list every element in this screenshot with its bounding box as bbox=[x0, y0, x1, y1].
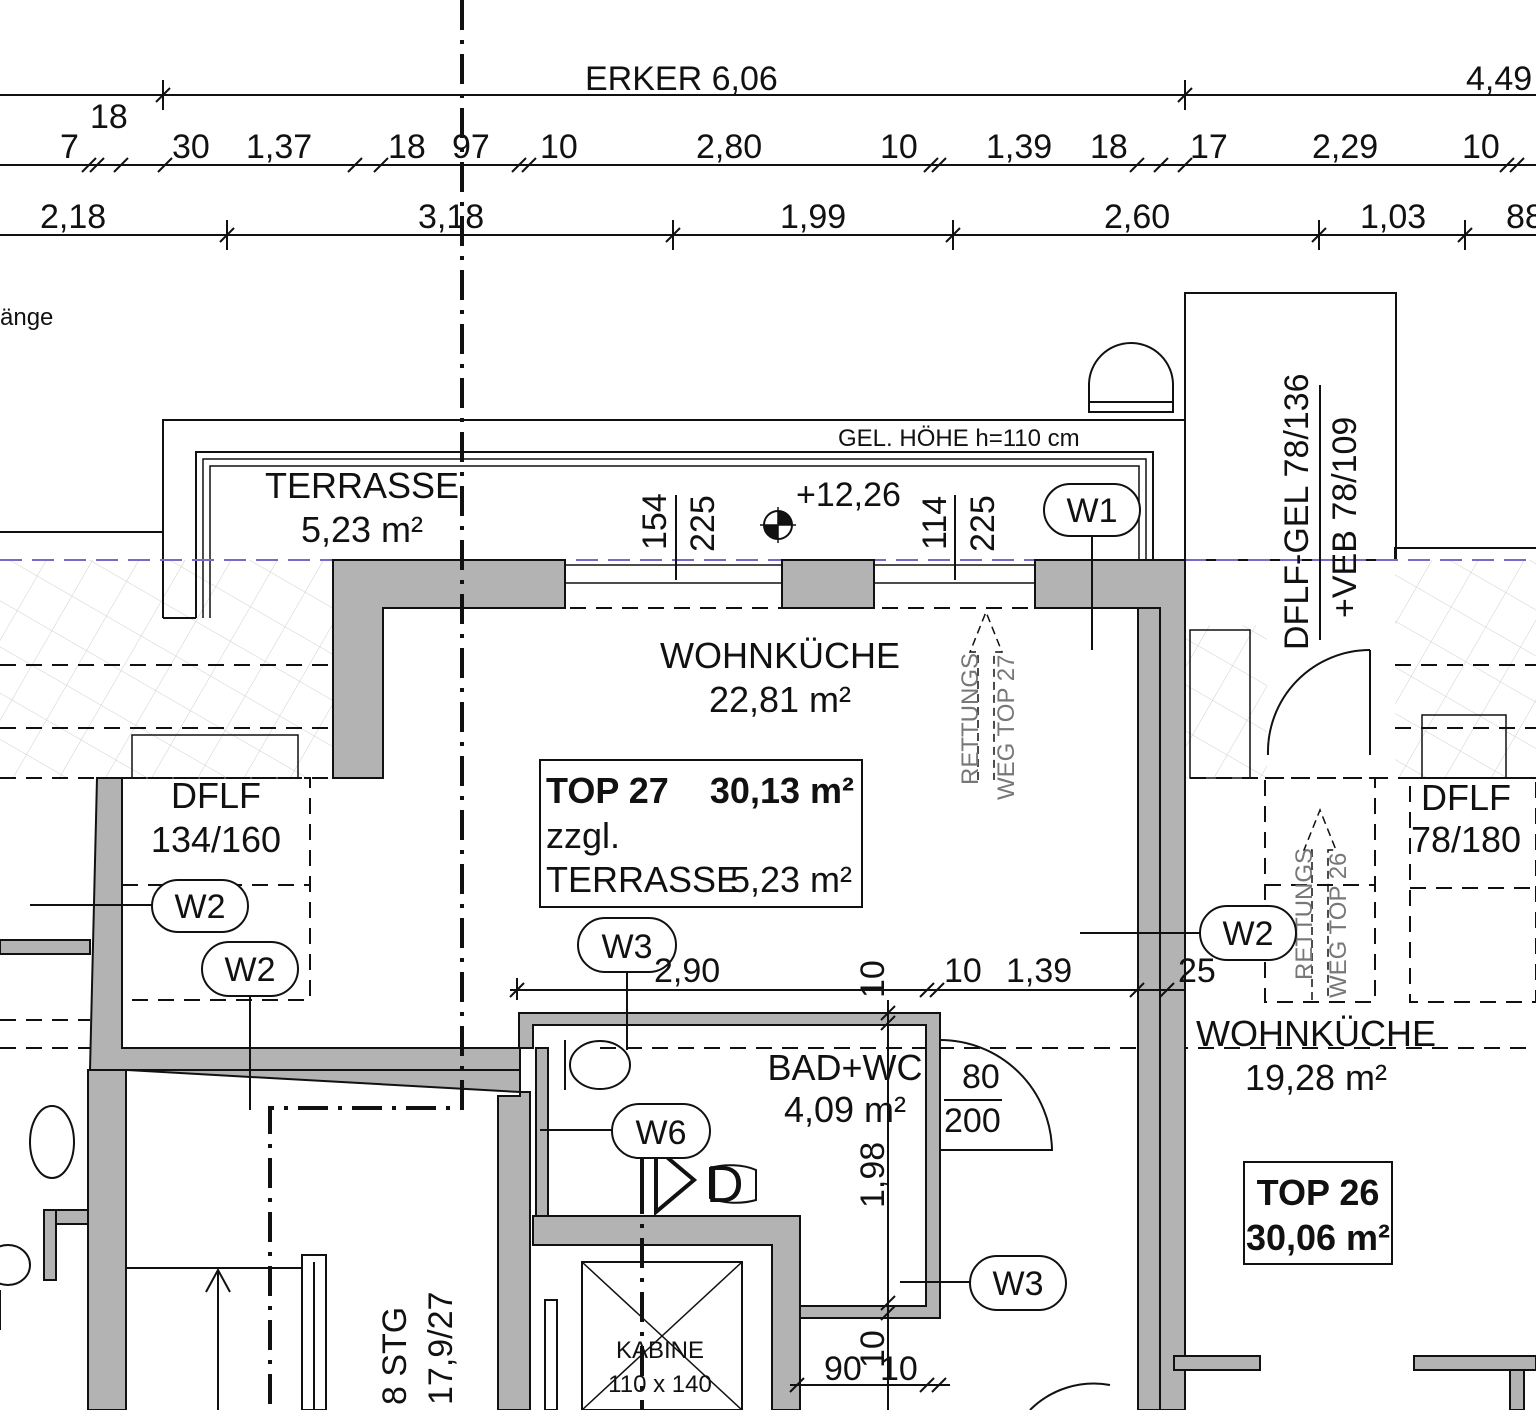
stairs-count: 8 STG bbox=[376, 1307, 414, 1405]
top26-label: TOP 26 bbox=[1257, 1172, 1380, 1213]
stairs-size: 17,9/27 bbox=[422, 1292, 460, 1405]
room-wohnkueche-27-area: 22,81 m² bbox=[709, 679, 851, 720]
rettung-26-line2: WEG TOP 26 bbox=[1325, 853, 1352, 998]
top27-area: 30,13 m² bbox=[710, 770, 854, 811]
tag-w2-c-text: W2 bbox=[1223, 915, 1274, 953]
dim-r3-2: 1,99 bbox=[780, 198, 846, 236]
dim-1-98: 1,98 bbox=[854, 1142, 892, 1208]
window-tag-w2-b: W2 bbox=[201, 941, 299, 997]
dim-10-c: 10 bbox=[854, 1330, 892, 1368]
window-tag-w2-a: W2 bbox=[151, 879, 249, 933]
dryer-symbol: D bbox=[706, 1156, 744, 1214]
dimension-lines bbox=[0, 80, 1536, 250]
dim-r2-4: 18 bbox=[388, 128, 426, 166]
dflf-left-size: 134/160 bbox=[151, 819, 281, 860]
window-frames bbox=[131, 564, 1507, 779]
dim-1-39: 1,39 bbox=[1006, 952, 1072, 990]
dim-90: 90 bbox=[824, 1350, 862, 1388]
level-marker-icon bbox=[760, 507, 796, 543]
window-tag-w2-c: W2 bbox=[1199, 905, 1297, 961]
window-height-225b: 225 bbox=[964, 495, 1002, 552]
dflf-right-size: 78/180 bbox=[1411, 819, 1521, 860]
rettung-arrows bbox=[968, 609, 1338, 1000]
window-height-154: 154 bbox=[636, 493, 674, 550]
dim-r3-1: 3,18 bbox=[418, 198, 484, 236]
room-kabine-name: KABINE bbox=[616, 1337, 704, 1364]
top26-area: 30,06 m² bbox=[1246, 1217, 1390, 1258]
dim-r2-9: 1,39 bbox=[986, 128, 1052, 166]
dflf-gel-line1: DFLF-GEL 78/136 bbox=[1278, 373, 1316, 650]
room-wohnkueche-26-name: WOHNKÜCHE bbox=[1196, 1013, 1436, 1054]
window-height-225a: 225 bbox=[684, 495, 722, 552]
window-height-114: 114 bbox=[916, 496, 954, 550]
walls bbox=[0, 559, 1536, 1410]
inner-dimension-lines bbox=[509, 978, 1185, 1410]
dflf-left-name: DFLF bbox=[171, 775, 261, 816]
fixtures bbox=[0, 1040, 757, 1410]
tag-leaders bbox=[30, 495, 1200, 1283]
room-wohnkueche-26-area: 19,28 m² bbox=[1245, 1057, 1387, 1098]
dim-r3-4: 1,03 bbox=[1360, 198, 1426, 236]
room-wohnkueche-27-name: WOHNKÜCHE bbox=[660, 635, 900, 676]
dim-r2-6: 10 bbox=[540, 128, 578, 166]
top27-label: TOP 27 bbox=[546, 770, 669, 811]
level-value: +12,26 bbox=[796, 476, 901, 514]
tag-w1-text: W1 bbox=[1067, 492, 1118, 530]
dflf-right-name: DFLF bbox=[1421, 777, 1511, 818]
tag-w2-b-text: W2 bbox=[225, 951, 276, 989]
dim-r2-12: 2,29 bbox=[1312, 128, 1378, 166]
doors bbox=[0, 649, 1371, 1410]
window-tag-w3-a: W3 bbox=[577, 917, 677, 973]
window-tag-w3-b: W3 bbox=[969, 1255, 1067, 1311]
dim-r2-7: 2,80 bbox=[696, 128, 762, 166]
top26-box: TOP 26 30,06 m² bbox=[1243, 1161, 1393, 1265]
dim-r3-5: 88 bbox=[1506, 198, 1536, 236]
dim-25: 25 bbox=[1178, 952, 1216, 990]
dim-2-90: 2,90 bbox=[654, 952, 720, 990]
dflf-gel-line2: +VEB 78/109 bbox=[1326, 417, 1364, 618]
dim-r2-1: 7 bbox=[60, 128, 79, 166]
top27-zzgl: zzgl. bbox=[546, 815, 620, 856]
tag-w6-text: W6 bbox=[636, 1114, 687, 1152]
label-haenge: änge bbox=[0, 304, 53, 331]
top27-terrasse-area: 5,23 m² bbox=[730, 859, 852, 900]
rettung-27-line1: RETTUNGS bbox=[957, 653, 984, 785]
top27-terrasse-label: TERRASSE bbox=[546, 859, 740, 900]
roof-hatch bbox=[0, 560, 1536, 778]
dome-symbol bbox=[1088, 342, 1174, 413]
axis-line bbox=[268, 0, 464, 1410]
tag-w2-a-text: W2 bbox=[175, 888, 226, 926]
dim-80: 80 bbox=[962, 1058, 1000, 1096]
terrace-name: TERRASSE bbox=[265, 465, 459, 506]
dim-r2-0: 18 bbox=[90, 98, 128, 136]
terrace-area: 5,23 m² bbox=[301, 509, 423, 550]
window-tag-w6: W6 bbox=[611, 1103, 711, 1159]
top27-box: TOP 27 30,13 m² zzgl. TERRASSE 5,23 m² bbox=[539, 759, 863, 908]
tag-w3-a-text: W3 bbox=[602, 928, 653, 966]
dim-r2-11: 17 bbox=[1190, 128, 1228, 166]
room-kabine-size: 110 x 140 bbox=[608, 1371, 712, 1398]
dim-200: 200 bbox=[944, 1102, 1001, 1140]
dim-10-d: 10 bbox=[880, 1350, 918, 1388]
dim-10-b: 10 bbox=[944, 952, 982, 990]
rettung-27-line2: WEG TOP 27 bbox=[993, 655, 1020, 800]
room-bad-area: 4,09 m² bbox=[784, 1089, 906, 1130]
room-bad-name: BAD+WC bbox=[767, 1047, 922, 1088]
dim-r2-10: 18 bbox=[1090, 128, 1128, 166]
dim-r2-5: 97 bbox=[452, 128, 490, 166]
rettung-26-line1: RETTUNGS bbox=[1291, 848, 1318, 980]
dim-r2-2: 30 bbox=[172, 128, 210, 166]
dim-r3-0: 2,18 bbox=[40, 198, 106, 236]
dim-10-a: 10 bbox=[854, 960, 892, 998]
window-tag-w1: W1 bbox=[1043, 483, 1141, 537]
dim-r2-3: 1,37 bbox=[246, 128, 312, 166]
label-gel-hoehe: GEL. HÖHE h=110 cm bbox=[838, 425, 1080, 452]
dim-r2-13: 10 bbox=[1462, 128, 1500, 166]
dim-r3-3: 2,60 bbox=[1104, 198, 1170, 236]
dim-top-right: 4,49 bbox=[1466, 60, 1532, 98]
tag-w3-b-text: W3 bbox=[993, 1265, 1044, 1303]
dim-erker: ERKER 6,06 bbox=[585, 60, 778, 98]
dim-r2-8: 10 bbox=[880, 128, 918, 166]
